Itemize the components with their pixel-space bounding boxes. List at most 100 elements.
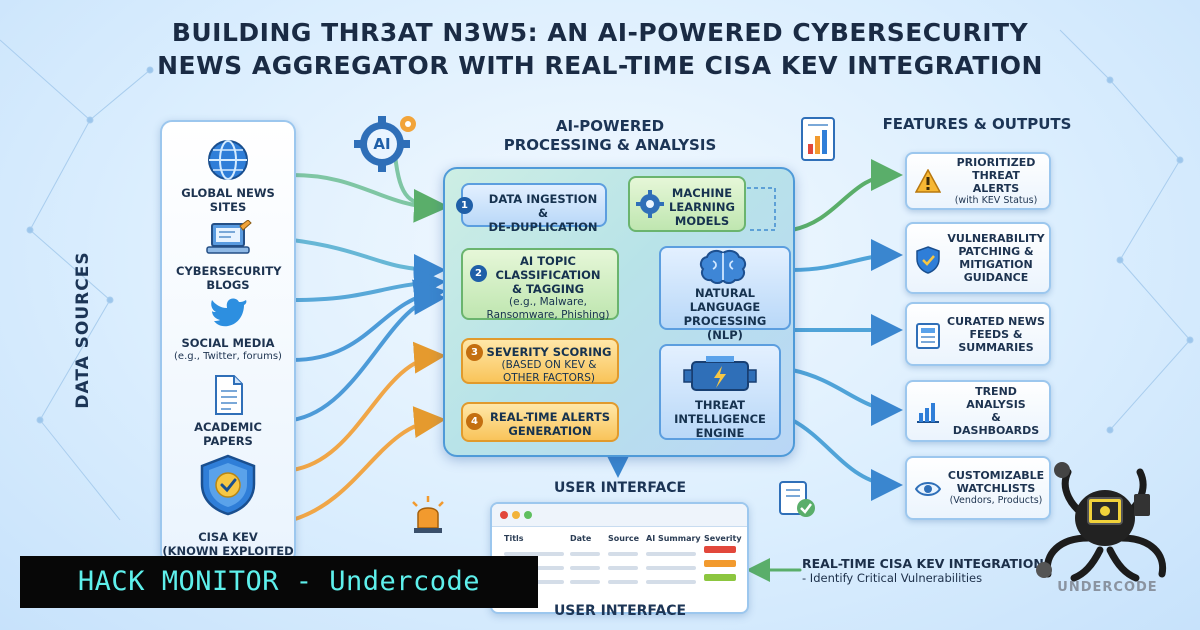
ai-badge-label: AI xyxy=(373,135,391,153)
minimize-dot xyxy=(512,511,520,519)
source-label: CISA KEV xyxy=(198,530,258,544)
ai-gear-icon xyxy=(354,116,416,172)
step-line: AI TOPIC xyxy=(520,254,576,268)
window-title-bar xyxy=(492,504,747,527)
source-social-media: SOCIAL MEDIA (e.g., Twitter, forums) xyxy=(162,294,294,363)
bird-icon xyxy=(211,298,247,327)
output-line: FEEDS & xyxy=(969,327,1023,341)
news-feed-icon xyxy=(916,323,940,349)
table-row xyxy=(504,552,564,556)
output-line: PATCHING & xyxy=(958,245,1034,258)
output-line: CUSTOMIZABLE xyxy=(947,469,1045,482)
ui-heading-bottom: USER INTERFACE xyxy=(553,603,687,619)
output-line: & DASHBOARDS xyxy=(952,411,1040,437)
module-line: PROCESSING (NLP) xyxy=(683,314,767,342)
alarm-icon xyxy=(412,496,444,533)
source-label: ACADEMIC PAPERS xyxy=(194,420,262,448)
document-icon xyxy=(215,375,243,415)
step-number: 2 xyxy=(470,265,487,282)
maximize-dot xyxy=(524,511,532,519)
table-row xyxy=(646,552,696,556)
output-trend-analysis: TREND ANALYSIS & DASHBOARDS xyxy=(905,380,1051,442)
data-sources-label: DATA SOURCES xyxy=(73,251,93,409)
severity-medium-bar xyxy=(704,560,736,567)
output-line: GUIDANCE xyxy=(963,271,1029,284)
source-academic-papers: ACADEMIC PAPERS xyxy=(162,374,294,448)
column-header-source: Source xyxy=(608,534,640,543)
source-cisa-kev: CISA KEV (KNOWN EXPLOITED xyxy=(162,454,294,558)
brand-wordmark: UNDERCODE xyxy=(1057,580,1158,595)
octopus-hacker-logo xyxy=(1036,462,1167,582)
shield-check-icon xyxy=(200,454,256,516)
source-label: CYBERSECURITY BLOGS xyxy=(176,264,282,292)
kev-integration-note: REAL-TIME CISA KEV INTEGRATION - Identif… xyxy=(802,556,1044,585)
column-header-ai-summary: AI Summary xyxy=(646,534,701,543)
module-machine-learning: MACHINE LEARNING MODELS xyxy=(628,176,746,232)
step-number: 1 xyxy=(456,197,473,214)
module-line: NATURAL xyxy=(695,286,755,300)
kev-note-subtitle: - Identify Critical Vulnerabilities xyxy=(802,571,983,585)
output-customizable-watchlists: CUSTOMIZABLE WATCHLISTS (Vendors, Produc… xyxy=(905,456,1051,520)
close-dot xyxy=(500,511,508,519)
report-chart-icon xyxy=(801,117,835,161)
step-topic-classification: AI TOPIC CLASSIFICATION & TAGGING (e.g.,… xyxy=(461,248,619,321)
output-line: CURATED NEWS xyxy=(947,314,1045,328)
ui-heading-top: USER INTERFACE xyxy=(553,480,687,496)
table-row xyxy=(608,580,638,584)
module-line: LANGUAGE xyxy=(689,300,761,314)
output-vulnerability-patching: VULNERABILITY PATCHING & MITIGATION GUID… xyxy=(905,222,1051,294)
output-subline: (Vendors, Products) xyxy=(949,495,1043,506)
shield-icon xyxy=(916,246,940,274)
module-line: INTELLIGENCE xyxy=(674,412,766,426)
laptop-edit-icon xyxy=(206,219,252,254)
output-line: TREND ANALYSIS xyxy=(966,385,1026,411)
step-number: 4 xyxy=(466,413,483,430)
hack-monitor-banner: HACK MONITOR - Undercode xyxy=(20,556,538,608)
engine-icon xyxy=(683,356,757,391)
data-sources-panel: GLOBAL NEWS SITES CYBERSECURITY BLOGS SO… xyxy=(160,120,296,564)
eye-icon xyxy=(915,482,941,496)
table-row xyxy=(570,580,600,584)
outputs-heading: FEATURES & OUTPUTS xyxy=(882,115,1072,133)
table-row xyxy=(570,566,600,570)
table-row xyxy=(608,552,638,556)
step-data-ingestion: DATA INGESTION & DE-DUPLICATION xyxy=(461,183,607,234)
bar-chart-icon xyxy=(917,403,939,423)
processing-heading: AI-POWERED PROCESSING & ANALYSIS xyxy=(490,117,730,155)
step-number: 3 xyxy=(466,344,483,361)
source-global-news: GLOBAL NEWS SITES xyxy=(162,138,294,214)
feedback-loop xyxy=(747,187,776,231)
title-line-2: NEWS AGGREGATOR WITH REAL-TIME CISA KEV … xyxy=(157,51,1043,80)
step-line: DE-DUPLICATION xyxy=(488,220,598,234)
table-row xyxy=(608,566,638,570)
brain-icon xyxy=(699,249,747,284)
output-line: THREAT ALERTS xyxy=(972,168,1020,195)
warning-icon xyxy=(915,169,941,193)
source-label: GLOBAL NEWS SITES xyxy=(181,186,275,214)
module-line: LEARNING xyxy=(669,200,735,214)
column-header-date: Date xyxy=(570,534,592,543)
processing-heading-line-2: PROCESSING & ANALYSIS xyxy=(503,136,717,154)
column-header-severity: Severity xyxy=(704,534,742,543)
output-line: PRIORITIZED xyxy=(956,155,1036,169)
step-severity-scoring: SEVERITY SCORING (BASED ON KEV & OTHER F… xyxy=(461,338,619,384)
step-subline: (BASED ON KEV & xyxy=(501,359,597,371)
output-line: VULNERABILITY xyxy=(947,232,1045,245)
table-row xyxy=(570,552,600,556)
table-row xyxy=(646,566,696,570)
step-subline: Ransomware, Phishing) xyxy=(486,309,610,321)
output-line: SUMMARIES xyxy=(958,340,1034,354)
step-line: DATA INGESTION & xyxy=(488,192,598,220)
step-line: CLASSIFICATION xyxy=(495,268,601,282)
column-header-title: Titls xyxy=(504,534,524,543)
step-line: & TAGGING xyxy=(511,282,585,296)
severity-low-bar xyxy=(704,574,736,581)
output-prioritized-threat-alerts: PRIORITIZED THREAT ALERTS (with KEV Stat… xyxy=(905,152,1051,210)
globe-icon xyxy=(208,140,248,180)
step-real-time-alerts: REAL-TIME ALERTS GENERATION xyxy=(461,402,619,442)
table-row xyxy=(646,580,696,584)
step-line: SEVERITY SCORING xyxy=(486,345,612,359)
page-title: BUILDING THR3AT N3W5: AN AI-POWERED CYBE… xyxy=(0,16,1200,82)
